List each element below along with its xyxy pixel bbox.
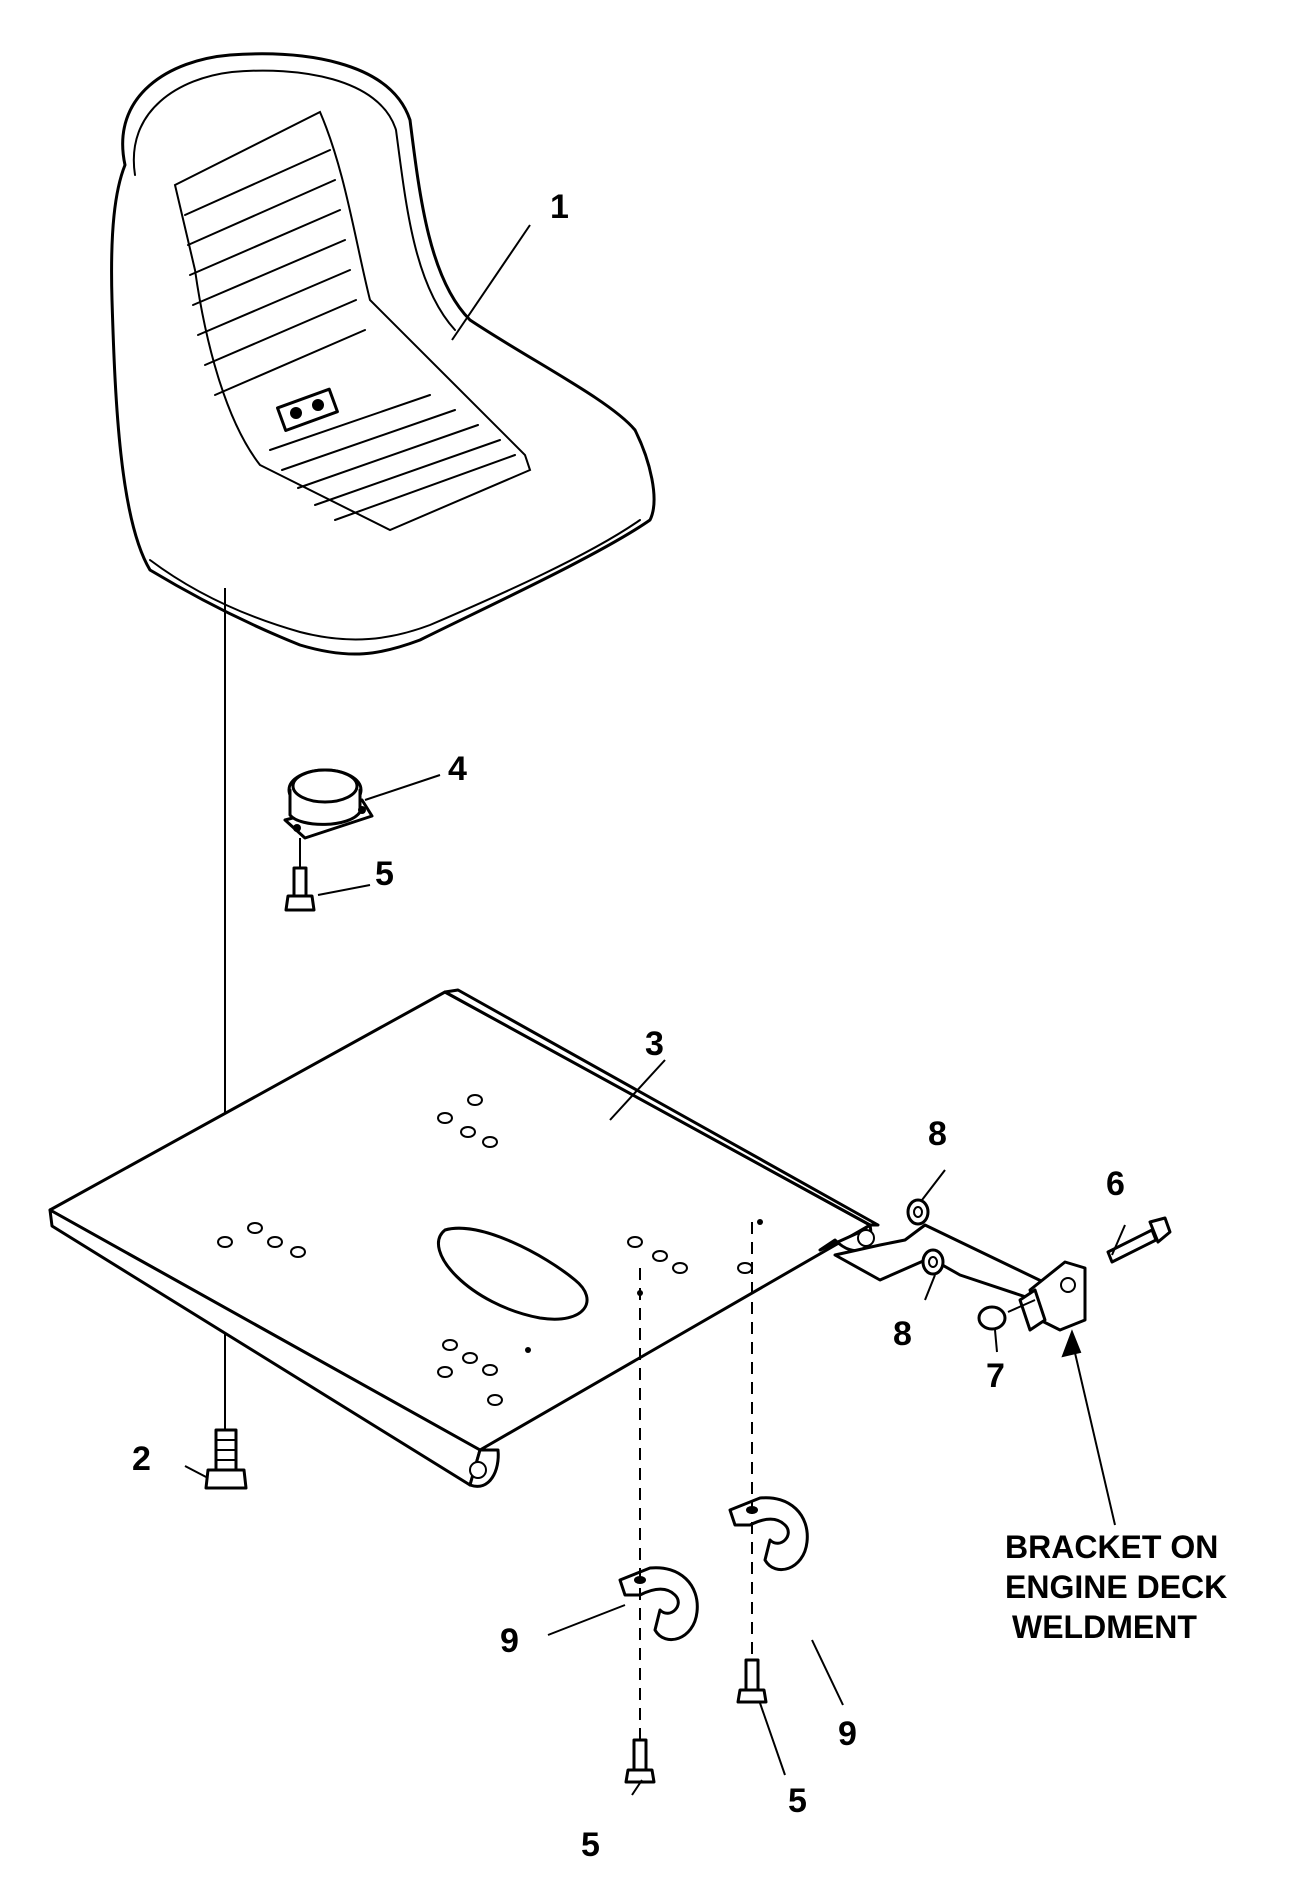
callout-5-left: 5 (581, 1826, 600, 1864)
bolt-2 (204, 1428, 248, 1490)
bolt (1106, 1216, 1172, 1264)
callout-4: 4 (448, 750, 467, 788)
callout-7: 7 (986, 1357, 1005, 1395)
note-line-2: ENGINE DECK (1005, 1569, 1227, 1605)
callout-1: 1 (550, 188, 569, 226)
nut (977, 1305, 1007, 1331)
callout-8-upper: 8 (928, 1115, 947, 1153)
callout-2: 2 (132, 1440, 151, 1478)
callout-5-right: 5 (788, 1782, 807, 1820)
screw-lower-right (736, 1658, 768, 1704)
note-arrow (1071, 1339, 1116, 1526)
seat-pan (48, 988, 880, 1488)
screw-upper (284, 866, 316, 912)
clamp-left (618, 1566, 699, 1642)
seat-switch (283, 768, 374, 840)
callout-8-lower: 8 (893, 1315, 912, 1353)
spacer-upper (906, 1198, 930, 1226)
callout-9-left: 9 (500, 1622, 519, 1660)
clamp-right (728, 1496, 809, 1572)
callout-3: 3 (645, 1025, 664, 1063)
note-line-1: BRACKET ON (1005, 1529, 1218, 1565)
deck-bracket (1018, 1260, 1087, 1332)
callout-9-right: 9 (838, 1715, 857, 1753)
note-line-3: WELDMENT (1012, 1609, 1197, 1645)
callout-6: 6 (1106, 1165, 1125, 1203)
spacer-lower (921, 1248, 945, 1276)
seat (110, 52, 656, 656)
bracket-note: BRACKET ON ENGINE DECK WELDMENT (1005, 1529, 1227, 1645)
screw-lower-left (624, 1738, 656, 1784)
callout-5-upper: 5 (375, 855, 394, 893)
